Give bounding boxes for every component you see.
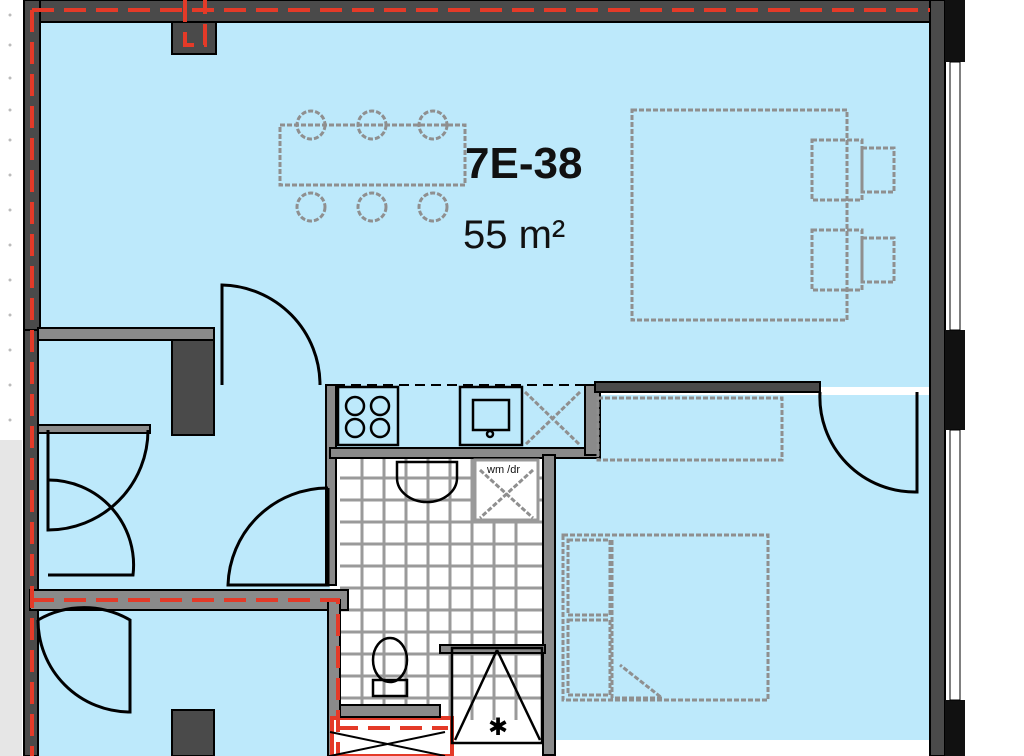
unit-area: 55 m² <box>463 213 565 257</box>
hallway <box>38 428 330 592</box>
closet <box>38 340 174 428</box>
exterior-balcony <box>0 440 22 756</box>
bedroom <box>555 395 930 740</box>
unit-id: 7E-38 <box>465 139 582 188</box>
walls <box>23 0 965 756</box>
bathroom-fixtures: wm /dr ✱ <box>371 458 544 745</box>
exterior-dots <box>8 13 12 422</box>
doors <box>36 283 919 756</box>
lounge-rug <box>630 108 896 322</box>
hall-entry <box>212 385 332 435</box>
washer-dryer-label: wm /dr <box>486 464 520 476</box>
kitchen-counter <box>335 384 585 447</box>
dining-table <box>278 109 467 223</box>
living-room <box>40 22 930 387</box>
insulation-lines <box>30 0 930 756</box>
bedroom-furniture <box>561 396 784 702</box>
bathroom-tiles <box>340 455 545 720</box>
shower-head-icon: ✱ <box>488 715 508 741</box>
